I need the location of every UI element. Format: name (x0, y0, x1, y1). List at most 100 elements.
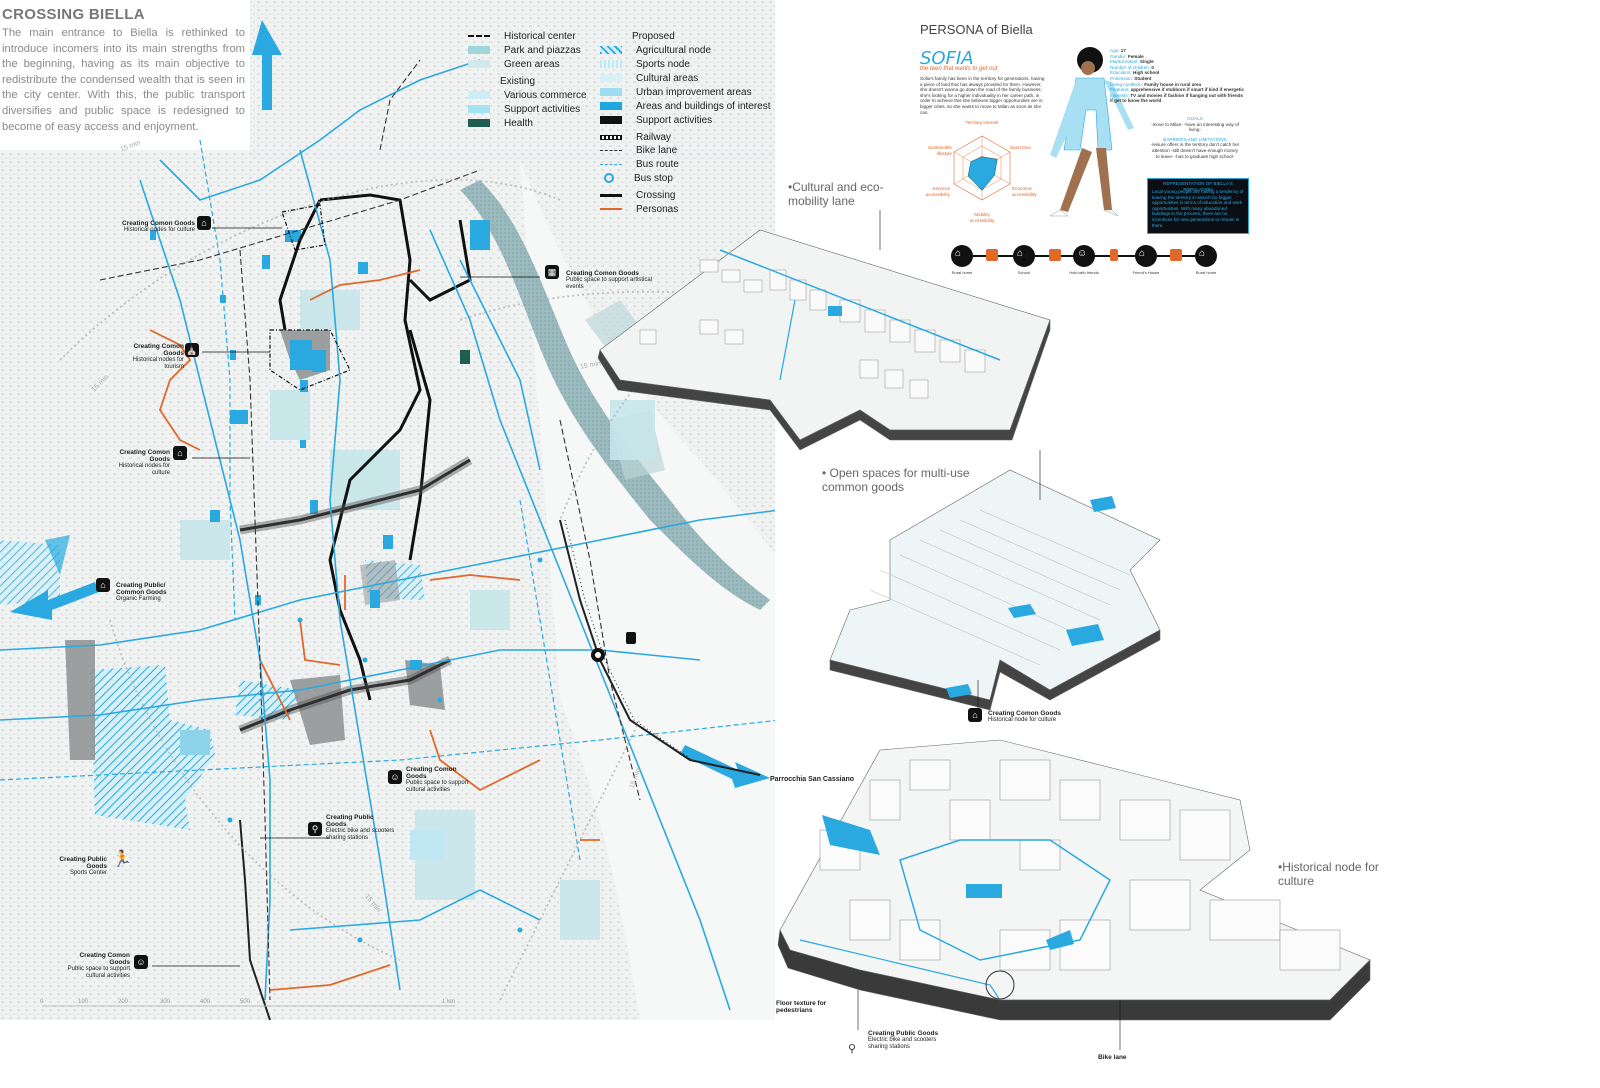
goals-text: -move to Milan- -have an interesting way… (1151, 121, 1239, 133)
legend-item: Bus stop (600, 172, 673, 184)
legend-existing-heading: Existing (500, 76, 536, 87)
info-line: Profession: Student (1110, 76, 1245, 82)
callout-title: Creating Comon Goods (566, 270, 639, 277)
friends-house-icon: ⌂ (1139, 248, 1146, 259)
park-swatch (468, 46, 490, 54)
bike-lane-label: Bike lane (1098, 1054, 1127, 1061)
radar-axis-label: Territory interest (965, 120, 999, 125)
legend-item: Bus route (600, 158, 679, 170)
railway-swatch (600, 134, 622, 140)
proposed-support-swatch (600, 116, 622, 124)
info-key: Gender: (1110, 53, 1127, 59)
scale-tick: 400 (200, 999, 211, 1005)
legend-item: Historical center (468, 30, 576, 42)
axo-label-cultural-lane: •Cultural and eco-mobility lane (788, 180, 884, 208)
axo-label-historical-node: •Historical node for culture (1278, 860, 1379, 888)
church-icon: ⛪ (185, 343, 199, 357)
timeline-label: Rural home (1195, 270, 1217, 275)
map-callout: Creating Public Goods Sports Center (42, 856, 107, 877)
callout-title: Creating Comon Goods (406, 766, 457, 780)
info-value: Student (1134, 75, 1152, 81)
axo-callout: Creating Comon Goods Historical node for… (988, 710, 1068, 724)
legend-label: Personas (636, 203, 679, 215)
info-value: Family house in rural area (1144, 81, 1202, 87)
info-key: Education: (1110, 70, 1132, 76)
page-title: CROSSING BIELLA (2, 6, 145, 23)
info-key: Age: (1110, 48, 1120, 53)
urban-improvement-swatch (600, 88, 622, 96)
callout-text: Public space to support cultural activit… (406, 780, 469, 793)
info-value: High school (1133, 70, 1160, 76)
info-line: Gender: Female (1110, 54, 1245, 60)
legend-item: Health (468, 117, 533, 129)
museum-icon: ⌂ (173, 446, 187, 460)
callout-text: Public space to support cultural activit… (67, 966, 130, 979)
info-value: Single (1139, 59, 1154, 65)
scooter-icon: ⚲ (308, 822, 322, 836)
map-callout: Creating Comon Goods Public space to sup… (406, 766, 476, 794)
bike-lane-swatch (600, 149, 622, 151)
school-icon: ⌂ (1017, 248, 1024, 259)
legend-label: Park and piazzas (504, 44, 581, 56)
scale-tick: 1 km (442, 999, 456, 1005)
info-line: Living condition: Family house in rural … (1110, 82, 1245, 88)
floor-texture-label: Floor texture for pedestrians (776, 1000, 827, 1014)
callout-title: Creating Comon Goods (122, 220, 195, 227)
legend-label: Various commerce (504, 89, 587, 101)
radar-axis-label: Sustainable lifestyle (927, 145, 952, 156)
legend-label: Cultural areas (636, 72, 699, 84)
callout-title: Creating Comon Goods (79, 952, 130, 966)
timeline-label: School (1017, 270, 1031, 275)
legend-label: Crossing (636, 189, 676, 201)
callout-text: Historical nodes for tourism (132, 357, 184, 370)
legend-label: Agricultural node (636, 44, 712, 56)
persona-info: Age: 17 Gender: Female Marital status: S… (1110, 48, 1245, 104)
sports-node-swatch (600, 60, 622, 68)
legend-item: Agricultural node (600, 44, 711, 56)
legend-label: Bus route (636, 158, 679, 170)
callout-title: Creating Comon Goods (988, 710, 1061, 717)
scale-tick: 0 (40, 999, 44, 1005)
info-key: Interests: (1110, 92, 1129, 98)
info-line: Number of children: 0 (1110, 65, 1245, 71)
callout-title: Creating Public Goods (326, 814, 374, 828)
legend-item: Green areas (468, 58, 560, 70)
callout-text: Public space to support artistical event… (566, 277, 653, 290)
support-activities-swatch (468, 105, 490, 113)
map-callout: Creating Comon Goods Public space to sup… (64, 952, 130, 980)
personas-swatch (600, 208, 622, 210)
radar-axis-label: Economic accessibility (1012, 186, 1037, 197)
museum-icon: ⌂ (197, 216, 211, 230)
map-callout: Creating Comon Goods Historical nodes fo… (100, 449, 170, 477)
legend-label: Support activities (636, 114, 713, 126)
callout-text: Organic Farming (116, 596, 161, 602)
population-representation-box: REPRESENTATION OF BIELLA'S POPULATION Lo… (1147, 178, 1249, 234)
rep-heading: REPRESENTATION OF BIELLA'S POPULATION (1163, 181, 1233, 192)
legend-item: Sports node (600, 58, 690, 70)
scale-tick: 200 (118, 999, 129, 1005)
areas-of-interest-swatch (600, 102, 622, 110)
map-callout: Creating Public/ Common Goods Organic Fa… (116, 582, 171, 603)
timeline-label: Friend's House (1132, 270, 1160, 275)
info-value: apprehensive if stubborn if smart if kin… (1130, 87, 1245, 93)
legend-item: Various commerce (468, 89, 587, 101)
callout-text: Electric bike and scooters sharing stati… (868, 1037, 937, 1050)
legend-label: Bus stop (634, 172, 673, 184)
parrocchia-label: Parrocchia San Cassiano (770, 776, 855, 783)
barriers-heading: BARRIERS AND LIMITATIONS (1163, 136, 1227, 142)
callout-title: Creating Public/ Common Goods (116, 582, 167, 596)
barriers-text: -leisure offers in the territory don't c… (1150, 142, 1240, 159)
info-key: Marital status: (1110, 59, 1139, 65)
callout-title: Creating Comon Goods (133, 343, 184, 357)
legend-label: Railway (636, 131, 672, 143)
info-line: Interests: TV and movies if fashion if h… (1110, 93, 1245, 104)
home-icon: ⌂ (955, 248, 962, 259)
info-line: Age: 17 (1110, 48, 1245, 54)
info-line: Education: High school (1110, 70, 1245, 76)
farm-icon: ⌂ (96, 578, 110, 592)
legend-item: Bike lane (600, 144, 677, 156)
axo-callout: Creating Public Goods Electric bike and … (868, 1030, 948, 1051)
radar-axis-label: Mobility accessibility (969, 212, 995, 223)
map-callout: Creating Comon Goods Historical nodes fo… (120, 220, 195, 234)
